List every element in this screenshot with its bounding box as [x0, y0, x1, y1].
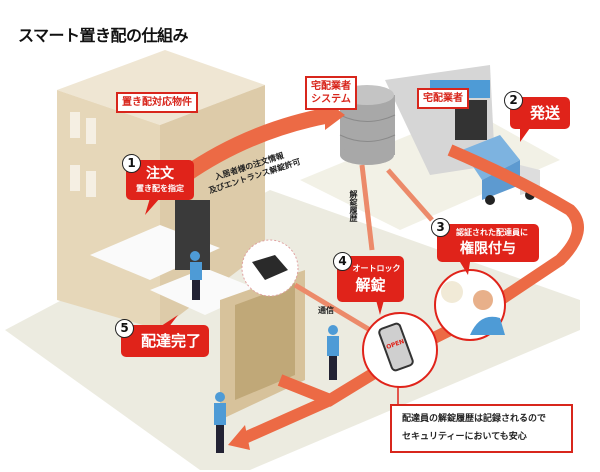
step-5-callout: 5 配達完了: [115, 319, 209, 357]
step-2-number: 2: [504, 91, 523, 110]
step-4-title: 解錠: [355, 276, 386, 294]
step-4-number: 4: [333, 252, 352, 271]
step-5-number: 5: [115, 319, 134, 338]
communication-label: 通信: [318, 306, 334, 315]
step-1-callout: 1 注文 置き配を指定: [122, 154, 194, 200]
building-label: 置き配対応物件: [116, 92, 198, 113]
step-3-number: 3: [431, 218, 450, 237]
step-2-title: 発送: [529, 104, 560, 122]
database-icon: [339, 85, 396, 165]
step-3-title: 権限付与: [460, 241, 516, 257]
window: [86, 171, 96, 197]
order-arrow: [180, 107, 332, 182]
security-note: 配達員の解錠履歴は記録されるので セキュリティーにおいても安心: [390, 404, 573, 453]
truck-icon: [462, 135, 540, 205]
security-note-line2: セキュリティーにおいても安心: [402, 432, 527, 442]
step-1-number: 1: [122, 154, 141, 173]
security-note-line1: 配達員の解錠履歴は記録されるので: [402, 414, 547, 424]
system-label: 宅配業者 システム: [305, 76, 357, 110]
step-3-callout: 3 認証された配達員に 権限付与: [431, 218, 539, 262]
delivery-route-arrow: [277, 144, 584, 407]
window: [70, 165, 80, 191]
entrance-floor: [150, 268, 260, 315]
history-arrow: [359, 164, 375, 251]
window: [86, 118, 96, 144]
page-title: スマート置き配の仕組み: [18, 26, 189, 45]
system-label-line1: 宅配業者: [311, 81, 351, 92]
window: [70, 112, 80, 138]
step-3-subtitle: 認証された配達員に: [456, 228, 528, 237]
step-4-subtitle: オートロック: [352, 264, 401, 273]
auth-arrow: [386, 168, 434, 222]
entrance-opening: [235, 283, 295, 400]
carrier-label: 宅配業者: [417, 88, 469, 109]
step-4-callout: 4 オートロック 解錠: [333, 252, 404, 302]
step-2-callout: 2 発送: [504, 91, 570, 129]
step-1-title: 注文: [146, 166, 174, 182]
courier-figure: [190, 251, 202, 300]
step-1-subtitle: 置き配を指定: [136, 184, 184, 193]
courier-figure: [214, 392, 226, 453]
unlock-history-label: 解錠履歴: [349, 190, 358, 222]
communication-arrow: [293, 282, 372, 333]
building-top: [57, 50, 265, 125]
step-5-title: 配達完了: [140, 332, 201, 350]
courier-figure: [327, 325, 339, 380]
system-label-line2: システム: [311, 94, 351, 105]
